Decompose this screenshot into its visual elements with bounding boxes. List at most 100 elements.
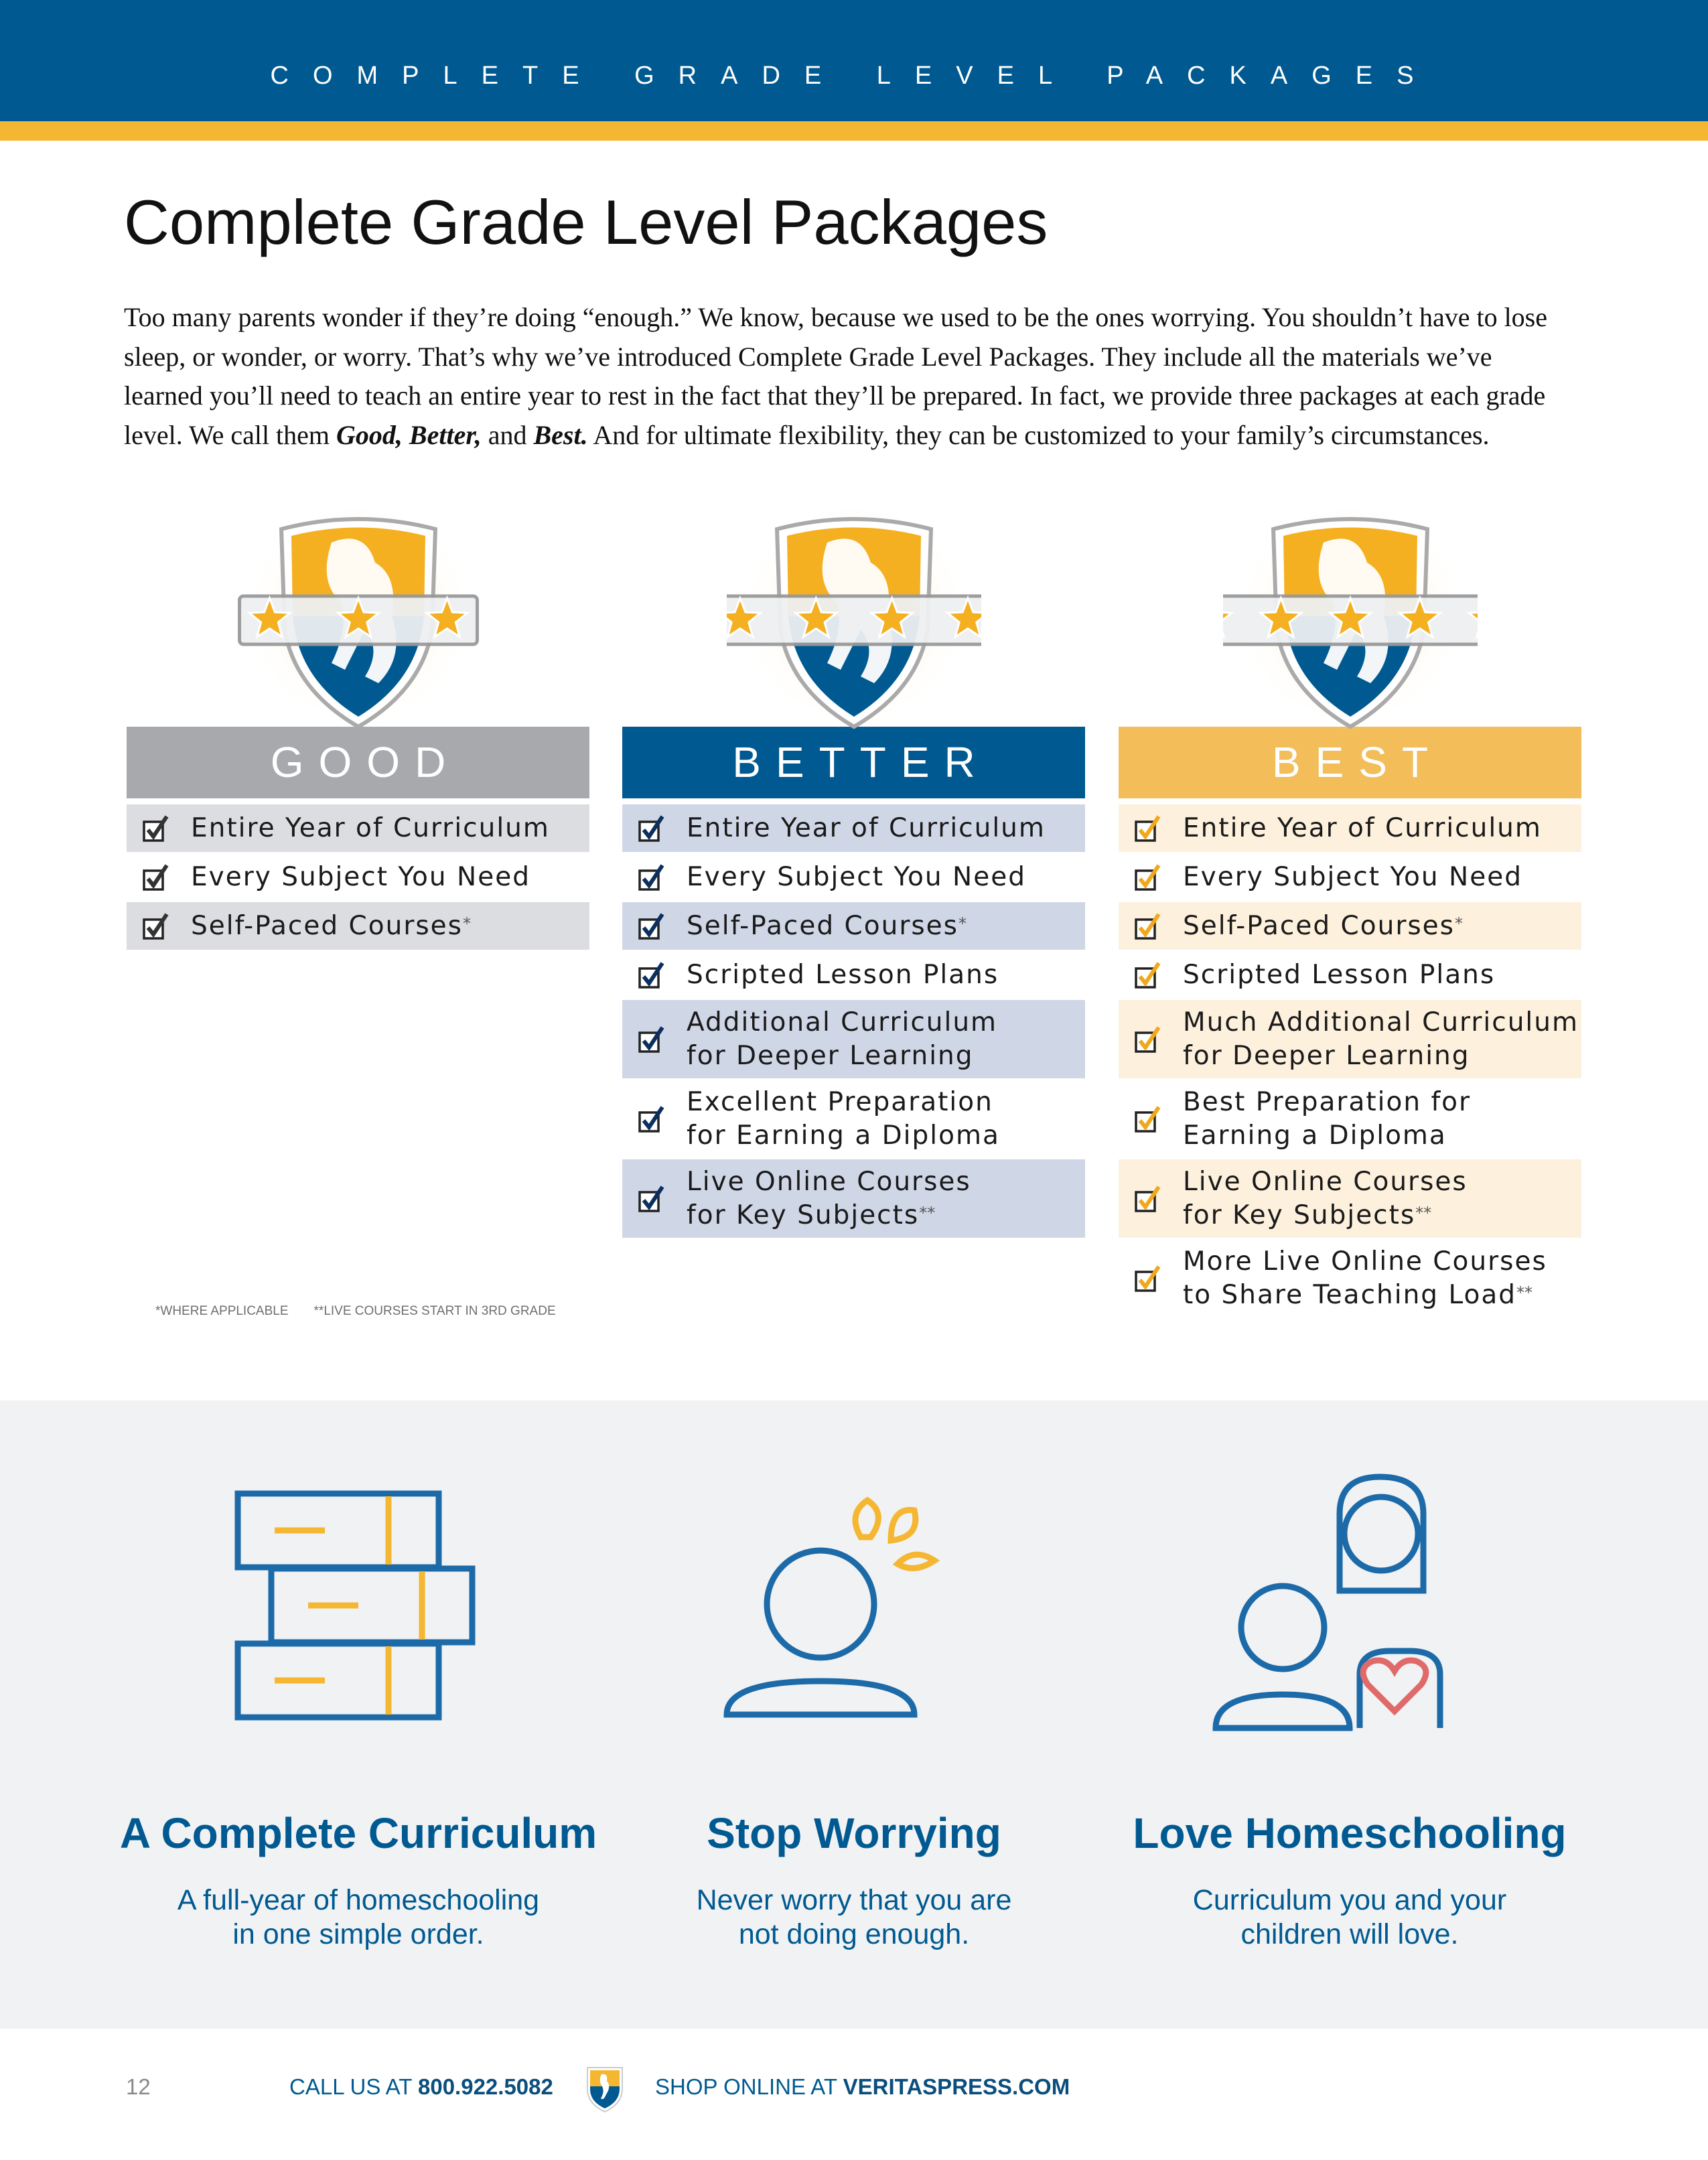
checkbox-checked-icon (638, 912, 664, 940)
checkbox-checked-icon (143, 912, 169, 940)
footnote: *WHERE APPLICABLE (155, 1304, 289, 1318)
feature-complete-curriculum: A Complete Curriculum A full-year of hom… (111, 1473, 606, 1952)
star-icon (868, 595, 915, 640)
list-item: Every Subject You Need (127, 853, 589, 901)
package-name-band: BEST (1119, 727, 1581, 798)
person-relief-icon (723, 1496, 940, 1718)
star-icon (1222, 611, 1234, 640)
checkbox-checked-icon (1135, 814, 1161, 842)
star-icon (1396, 595, 1443, 640)
list-item: Self-Paced Courses* (1119, 902, 1581, 950)
package-name-band: BETTER (622, 727, 1085, 798)
list-item-text: Scripted Lesson Plans (1183, 959, 1496, 990)
footnote: **LIVE COURSES START IN 3RD GRADE (313, 1304, 556, 1318)
list-item: Self-Paced Courses* (622, 902, 1085, 950)
package-good: GOOD Entire Year of Curriculum Every Sub… (127, 496, 589, 951)
list-item-text: Self-Paced Courses* (1183, 910, 1463, 941)
checkbox-checked-icon (638, 1185, 664, 1212)
star-icon (1466, 611, 1478, 640)
package-better: BETTER Entire Year of Curriculum Every S… (622, 496, 1085, 1239)
list-item: Every Subject You Need (622, 853, 1085, 901)
rating-shield-icon (237, 496, 479, 730)
footnotes: *WHERE APPLICABLE **LIVE COURSES START IN… (155, 1304, 581, 1319)
website-link[interactable]: VERITASPRESS.COM (843, 2074, 1070, 2099)
feature-list: Entire Year of Curriculum Every Subject … (127, 804, 589, 950)
list-item-text: Every Subject You Need (687, 861, 1026, 892)
list-item: Entire Year of Curriculum (622, 804, 1085, 852)
checkbox-checked-icon (1135, 1105, 1161, 1133)
list-item-text: Self-Paced Courses* (191, 910, 471, 941)
star-icon (1327, 595, 1373, 640)
list-item-text: Entire Year of Curriculum (1183, 812, 1542, 843)
footnote-marker: ** (919, 1203, 936, 1222)
feature-list: Entire Year of Curriculum Every Subject … (1119, 804, 1581, 1317)
shop-online: SHOP ONLINE AT VERITASPRESS.COM (655, 2074, 1070, 2099)
top-banner (0, 0, 1708, 121)
page-title: Complete Grade Level Packages (124, 187, 1048, 257)
rating-shield-icon (726, 496, 981, 730)
list-item: Entire Year of Curriculum (1119, 804, 1581, 852)
star-icon (792, 595, 839, 640)
star-icon (1257, 595, 1304, 640)
footnote-marker: ** (1516, 1283, 1533, 1302)
feature-title: Love Homeschooling (1133, 1809, 1567, 1857)
feature-list: Entire Year of Curriculum Every Subject … (622, 804, 1085, 1238)
footnote-marker: * (1455, 914, 1463, 933)
star-icon (246, 595, 293, 640)
footnote-marker: ** (1415, 1203, 1432, 1222)
checkbox-checked-icon (638, 1105, 664, 1133)
package-best: BEST Entire Year of Curriculum Every Sub… (1119, 496, 1581, 1319)
package-name-band: GOOD (127, 727, 589, 798)
checkbox-checked-icon (638, 961, 664, 989)
checkbox-checked-icon (638, 863, 664, 891)
page-footer: 12 CALL US AT 800.922.5082 SHOP ONLINE A… (0, 2067, 1708, 2113)
parent-child-heart-icon (1212, 1473, 1443, 1731)
checkbox-checked-icon (638, 1025, 664, 1053)
checkbox-checked-icon (1135, 1265, 1161, 1292)
books-icon (234, 1490, 476, 1721)
checkbox-checked-icon (1135, 1185, 1161, 1212)
list-item-text: Scripted Lesson Plans (687, 959, 999, 990)
list-item-text: Self-Paced Courses* (687, 910, 967, 941)
list-item: Entire Year of Curriculum (127, 804, 589, 852)
star-icon (423, 595, 470, 640)
list-item-text: Entire Year of Curriculum (191, 812, 550, 843)
feature-title: Stop Worrying (707, 1809, 1001, 1857)
checkbox-checked-icon (638, 814, 664, 842)
list-item-text: Every Subject You Need (1183, 861, 1522, 892)
phone-link[interactable]: 800.922.5082 (417, 2074, 553, 2099)
list-item: Scripted Lesson Plans (1119, 951, 1581, 999)
list-item: Scripted Lesson Plans (622, 951, 1085, 999)
veritas-shield-logo (587, 2067, 623, 2113)
checkbox-checked-icon (1135, 1025, 1161, 1053)
star-icon (335, 595, 381, 640)
list-item: Self-Paced Courses* (127, 902, 589, 950)
rating-shield-icon (1222, 496, 1478, 730)
star-icon (944, 595, 981, 640)
page-number: 12 (126, 2074, 151, 2099)
banner-stripe (0, 121, 1708, 141)
feature-title: A Complete Curriculum (119, 1809, 597, 1857)
checkbox-checked-icon (143, 814, 169, 842)
banner-text: COMPLETE GRADE LEVEL PACKAGES (270, 62, 1438, 90)
checkbox-checked-icon (1135, 863, 1161, 891)
checkbox-checked-icon (1135, 961, 1161, 989)
checkbox-checked-icon (1135, 912, 1161, 940)
